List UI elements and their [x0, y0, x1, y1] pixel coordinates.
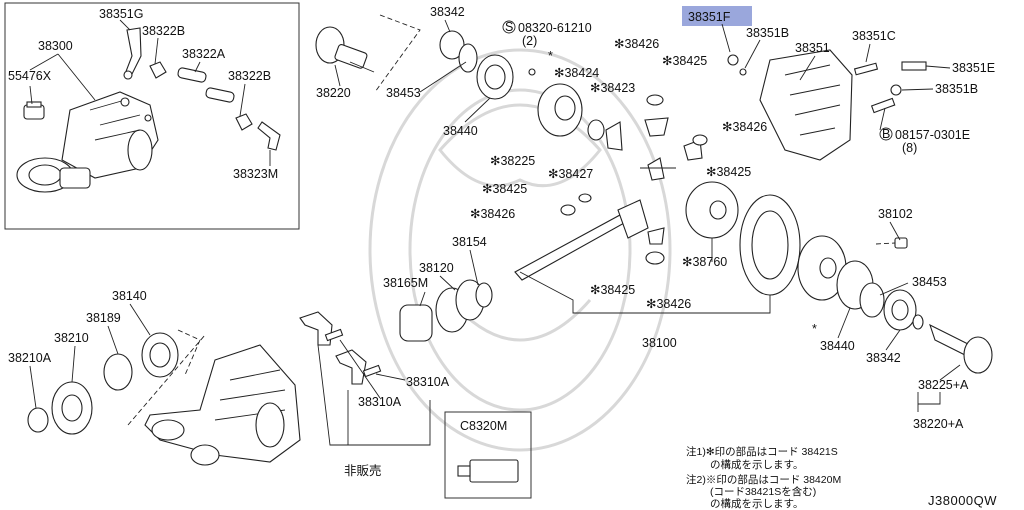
label-38351e: 38351E [952, 61, 995, 75]
label-38427: ✻38427 [548, 167, 593, 181]
label-b-symbol: B [882, 127, 890, 141]
label-38426-d: ✻38426 [646, 297, 691, 311]
note-2c: の構成を示します。 [710, 497, 803, 510]
flange-38220-drawing [315, 14, 421, 93]
label-38102: 38102 [878, 207, 913, 221]
label-38322b-a: 38322B [142, 24, 185, 38]
label-38351g: 38351G [99, 7, 143, 21]
diff-assembly-drawing [16, 91, 159, 193]
label-38225a: 38225+A [918, 378, 969, 392]
note-1a: 注1)✻印の部品はコード 38421S [686, 445, 838, 458]
diagram-code: J38000QW [928, 493, 997, 508]
label-08320-qty: (2) [522, 34, 537, 48]
label-38440-top: 38440 [443, 124, 478, 138]
label-38425-a: ✻38425 [662, 54, 707, 68]
diff-case-drawing [528, 68, 623, 151]
label-s-symbol: S [505, 20, 513, 34]
caps-38310a-drawing [299, 311, 431, 446]
label-38210a: 38210A [8, 351, 52, 365]
label-55476x: 55476X [8, 69, 52, 83]
label-38423: ✻38423 [590, 81, 635, 95]
notes: 注1)✻印の部品はコード 38421S の構成を示します。 注2)※印の部品はコ… [686, 445, 841, 510]
label-38225: ✻38225 [490, 154, 535, 168]
label-38351f: 38351F [688, 10, 731, 24]
label-38322a: 38322A [182, 47, 226, 61]
label-38440-r: 38440 [820, 339, 855, 353]
label-38310a-b: 38310A [358, 395, 402, 409]
label-38342-r: 38342 [866, 351, 901, 365]
label-38426-c: ✻38426 [470, 207, 515, 221]
note-2b: (コード38421Sを含む) [710, 485, 816, 498]
label-38351b-b: 38351B [935, 82, 978, 96]
label-38426-a: ✻38426 [614, 37, 659, 51]
label-38453-top: 38453 [386, 86, 421, 100]
breather-drawing [123, 27, 142, 80]
label-38351: 38351 [795, 41, 830, 55]
label-c8320m: C8320M [460, 419, 507, 433]
c8320m-box [444, 411, 532, 499]
label-38322b-b: 38322B [228, 69, 271, 83]
sealant-tube-drawing [457, 459, 519, 483]
pinion-gears-drawing [640, 94, 708, 181]
note-1b: の構成を示します。 [710, 458, 803, 471]
label-38323m: 38323M [233, 167, 278, 181]
label-38120: 38120 [419, 261, 454, 275]
label-star-top: * [548, 49, 553, 63]
symbol-s-circle [502, 20, 516, 34]
cover-38351-drawing [727, 49, 927, 161]
label-38425-c: ✻38425 [482, 182, 527, 196]
label-star-r: * [812, 322, 817, 336]
label-38425-b: ✻38425 [706, 165, 751, 179]
label-38426-b: ✻38426 [722, 120, 767, 134]
label-38425-d: ✻38425 [590, 283, 635, 297]
label-38220a: 38220+A [913, 417, 964, 431]
callout-labels: 38351G 38322B 38300 38322A 55476X 38322B… [8, 5, 995, 478]
bearing-38440-top-drawing [439, 30, 514, 100]
label-38351b-a: 38351B [746, 26, 789, 40]
assembly-inset-box [4, 2, 300, 230]
note-2a: 注2)※印の部品はコード 38420M [686, 473, 841, 486]
label-not-sold: 非販売 [344, 463, 382, 478]
label-38351c: 38351C [852, 29, 896, 43]
label-38210: 38210 [54, 331, 89, 345]
label-38189: 38189 [86, 311, 121, 325]
label-08157-qty: (8) [902, 141, 917, 155]
label-38342-top: 38342 [430, 5, 465, 19]
ring-gear-drawing [519, 194, 801, 314]
label-38100: 38100 [642, 336, 677, 350]
label-38154: 38154 [452, 235, 487, 249]
label-38300: 38300 [38, 39, 73, 53]
label-08320: 08320-61210 [518, 21, 592, 35]
side-gear-38760-drawing [685, 181, 739, 239]
bearings-38120-drawing [399, 279, 493, 342]
hose-drawing [149, 61, 281, 151]
label-38424: ✻38424 [554, 66, 599, 80]
label-38453-r: 38453 [912, 275, 947, 289]
label-38220: 38220 [316, 86, 351, 100]
symbol-b-circle [879, 127, 893, 141]
companion-flange-38210-drawing [27, 329, 201, 435]
watermark-emblem [368, 48, 672, 452]
label-38310a-a: 38310A [406, 375, 450, 389]
pinion-shaft-38100-drawing [514, 193, 665, 281]
plug-55476x-drawing [23, 101, 45, 120]
label-38165m: 38165M [383, 276, 428, 290]
diff-carrier-drawing [127, 334, 301, 466]
label-38760: ✻38760 [682, 255, 727, 269]
label-38140: 38140 [112, 289, 147, 303]
label-08157: 08157-0301E [895, 128, 970, 142]
leader-lines [29, 19, 961, 409]
highlight-38351f [682, 6, 752, 26]
leader-38220a [917, 392, 941, 412]
